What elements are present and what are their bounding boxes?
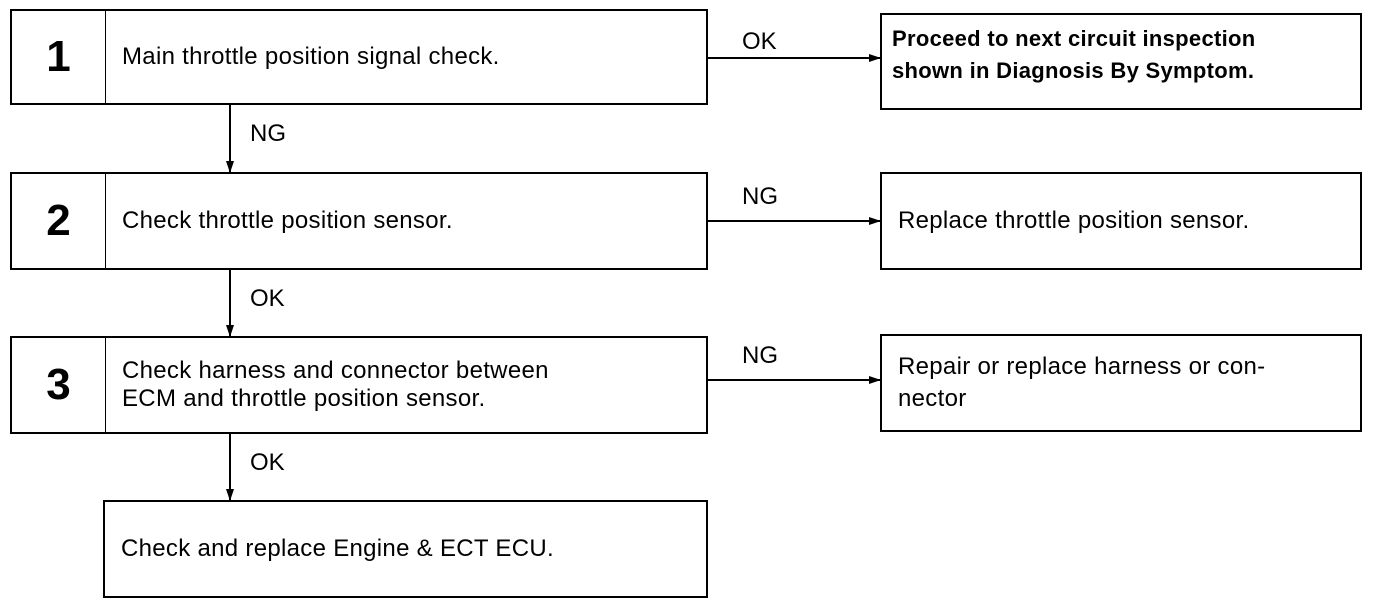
final-action-box: Check and replace Engine & ECT ECU. — [103, 500, 708, 598]
step-text: Check harness and connector between ECM … — [122, 357, 549, 412]
label-step2-down: OK — [250, 285, 285, 312]
step-2-box: 2 Check throttle position sensor. — [10, 172, 708, 270]
result-1-box: Proceed to next circuit inspection shown… — [880, 13, 1362, 110]
step-1-box: 1 Main throttle position signal check. — [10, 9, 708, 105]
step-number: 2 — [12, 174, 106, 268]
result-text: Repair or replace harness or con- nector — [898, 353, 1266, 412]
result-2-box: Replace throttle position sensor. — [880, 172, 1362, 270]
result-3-box: Repair or replace harness or con- nector — [880, 334, 1362, 432]
final-action-text: Check and replace Engine & ECT ECU. — [121, 535, 554, 562]
label-step2-right: NG — [742, 183, 778, 210]
step-text: Check throttle position sensor. — [122, 207, 453, 234]
result-text: Replace throttle position sensor. — [898, 207, 1250, 234]
step-3-box: 3 Check harness and connector between EC… — [10, 336, 708, 434]
step-number: 3 — [12, 338, 106, 432]
label-step3-right: NG — [742, 342, 778, 369]
label-step1-right: OK — [742, 28, 777, 55]
result-text: Proceed to next circuit inspection shown… — [892, 26, 1256, 83]
step-text: Main throttle position signal check. — [122, 43, 500, 70]
label-step3-down: OK — [250, 449, 285, 476]
step-number: 1 — [12, 11, 106, 103]
label-step1-down: NG — [250, 120, 286, 147]
